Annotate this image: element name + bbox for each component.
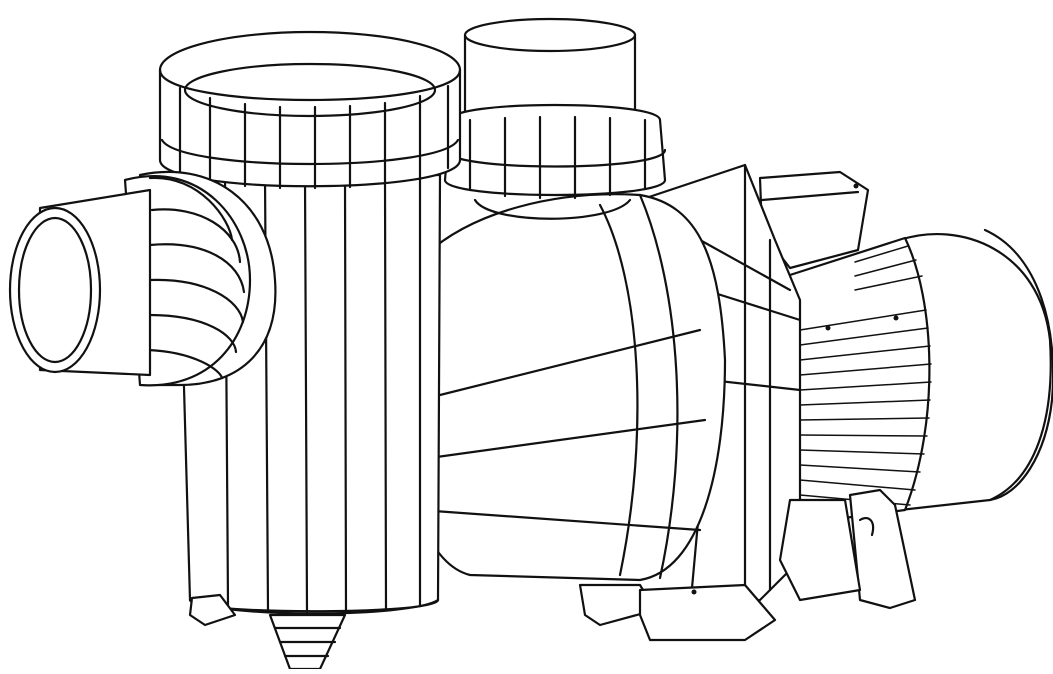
base-feet bbox=[578, 498, 862, 642]
motor-foot bbox=[848, 488, 917, 610]
outlet-union bbox=[443, 17, 667, 220]
pump-volute bbox=[403, 193, 727, 582]
motor-body bbox=[788, 236, 931, 527]
motor-fins bbox=[799, 245, 932, 506]
inlet-union bbox=[8, 170, 277, 387]
drain-plug bbox=[188, 593, 347, 671]
electric-motor bbox=[758, 170, 1053, 610]
strainer-lid bbox=[158, 30, 462, 190]
